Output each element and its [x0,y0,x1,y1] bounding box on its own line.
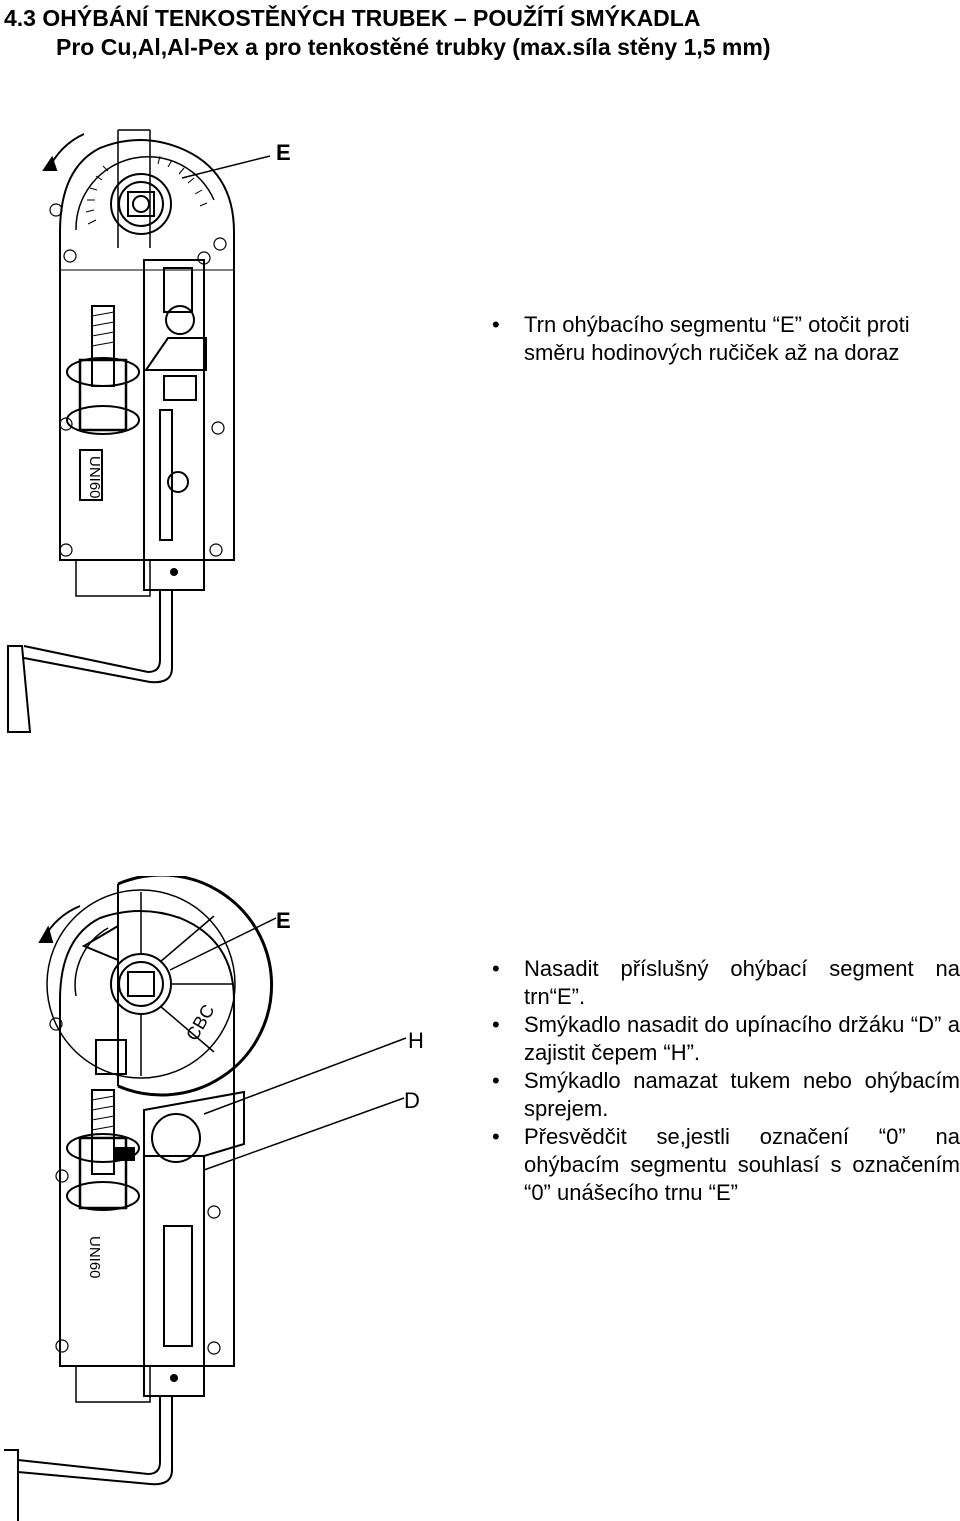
instruction-item: Nasadit příslušný ohýbací segment na trn… [484,955,960,1011]
slide-holder [143,1090,245,1157]
section-heading: 4.3 OHÝBÁNÍ TENKOSTĚNÝCH TRUBEK – POUŽÍT… [4,4,771,62]
model-label: UNI60 [86,456,103,499]
step2-instructions: Nasadit příslušný ohýbací segment na trn… [484,955,960,1207]
step1-instructions: Trn ohýbacího segmentu “E” otočit proti … [484,311,954,367]
bender-figure-1: E UNI60 [7,129,291,733]
clamp-screw [91,1089,115,1175]
label-e: E [276,140,291,165]
pivot-pin [165,305,195,335]
model-label: UNI60 [86,1236,103,1279]
instruction-item: Trn ohýbacího segmentu “E” otočit proti … [484,311,954,367]
degree-scale [75,156,215,231]
heading-subtitle: Pro Cu,Al,Al-Pex a pro tenkostěné trubky… [56,34,771,60]
machine-body [59,139,235,561]
crank-handle [4,1449,19,1521]
label-h: H [408,1028,424,1053]
lock-pin [151,1113,201,1163]
label-d: D [404,1088,420,1113]
bending-mandrel [110,173,172,235]
machine-body [59,910,235,1367]
slide-channel [143,1155,205,1367]
segment-label: CBC [182,1001,218,1044]
bending-segment [117,876,274,1097]
instruction-item: Přesvědčit se,jestli označení “0” na ohý… [484,1123,960,1207]
heading-title: 4.3 OHÝBÁNÍ TENKOSTĚNÝCH TRUBEK – POUŽÍT… [4,5,701,31]
crank-handle [7,645,32,733]
bender-figure-2: E H D CBC UNI60 [4,876,424,1521]
instruction-item: Smýkadlo nasadit do upínacího držáku “D”… [484,1011,960,1067]
slide-channel [143,259,205,561]
clamp-screw [91,305,115,387]
label-e: E [276,908,291,933]
instruction-item: Smýkadlo namazat tukem nebo ohýbacím spr… [484,1067,960,1123]
